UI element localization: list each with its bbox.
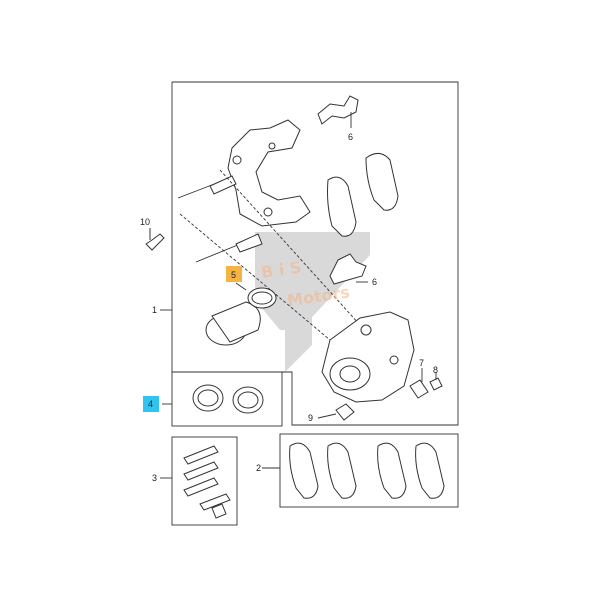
callout-2: 2 bbox=[256, 463, 261, 473]
anti-rattle-clip-middle bbox=[329, 253, 367, 285]
leader-lines bbox=[149, 112, 437, 479]
guide-bolts bbox=[177, 169, 361, 341]
brake-pads-upper bbox=[327, 153, 399, 237]
seal-rings bbox=[192, 384, 264, 414]
callout-8: 8 bbox=[433, 365, 438, 375]
watermark-shading bbox=[255, 232, 370, 372]
callout-3: 3 bbox=[152, 473, 157, 483]
bolt-10 bbox=[145, 233, 165, 251]
caliper-body bbox=[321, 311, 415, 403]
callout-7: 7 bbox=[419, 358, 424, 368]
guide-pin-kit-box-3 bbox=[171, 436, 238, 526]
callout-4: 4 bbox=[148, 399, 153, 409]
callout-6-middle: 6 bbox=[372, 277, 377, 287]
bleeder-screw bbox=[409, 377, 443, 399]
bolt-9 bbox=[335, 403, 355, 421]
guide-pins-kit bbox=[183, 445, 231, 519]
callout-6-top: 6 bbox=[348, 132, 353, 142]
carrier-bracket bbox=[227, 119, 311, 227]
callout-1: 1 bbox=[152, 305, 157, 315]
callout-4-highlight bbox=[143, 396, 159, 412]
anti-rattle-clip-top bbox=[317, 95, 359, 125]
pad-set-box-2 bbox=[279, 433, 459, 508]
piston-and-seals bbox=[205, 287, 277, 346]
callout-9: 9 bbox=[308, 413, 313, 423]
seal-kit-box-4 bbox=[171, 371, 283, 427]
callout-5-highlight bbox=[226, 266, 242, 282]
callout-10: 10 bbox=[140, 217, 150, 227]
callout-5: 5 bbox=[231, 270, 236, 280]
pad-set bbox=[289, 442, 445, 499]
